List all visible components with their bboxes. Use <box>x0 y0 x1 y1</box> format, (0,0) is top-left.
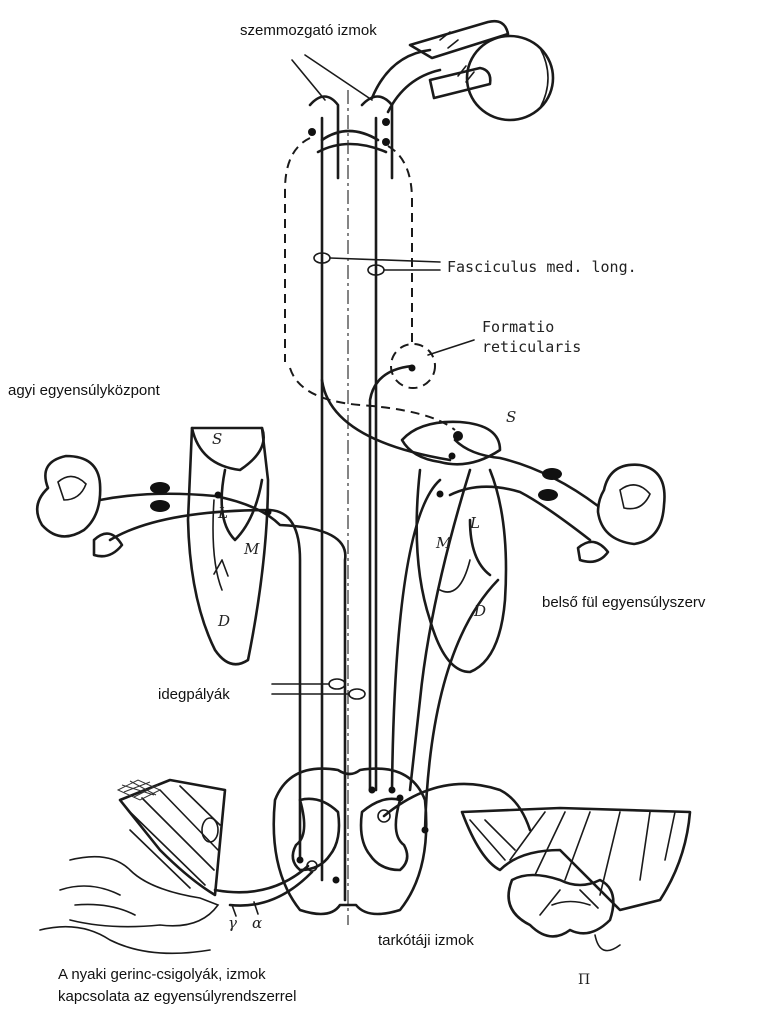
left-inner-ear <box>35 454 124 558</box>
fasciculus-fibers <box>313 116 441 882</box>
neuron-dot <box>368 786 376 794</box>
corner-mark: Π <box>578 972 590 988</box>
reticular-fibers <box>320 339 475 792</box>
descending-pathways <box>390 468 500 832</box>
left-nucleus-l: L <box>218 504 228 522</box>
spinal-cord-section <box>272 767 429 916</box>
neuron-dot <box>408 364 416 372</box>
oculomotor-nuclei <box>308 95 394 180</box>
neuron-dot <box>388 786 396 794</box>
neuron-dot <box>214 491 222 499</box>
caption-line-1: A nyaki gerinc-csigolyák, izmok <box>58 966 266 983</box>
dashed-pathways <box>284 137 456 431</box>
formatio-label-line1: Formatio <box>482 318 555 336</box>
neuron-dot <box>436 490 444 498</box>
right-nucleus-d: D <box>474 602 487 620</box>
left-nucleus-m: M <box>244 540 260 558</box>
left-nucleus-s: S <box>212 430 223 448</box>
neuron-dot <box>308 128 316 136</box>
inner-ear-organ-label: belső fül egyensúlyszerv <box>542 594 706 611</box>
alpha-fiber-label: α <box>252 914 263 932</box>
ganglion-dot <box>150 500 170 512</box>
neck-muscles-label: tarkótáji izmok <box>378 932 474 949</box>
ganglion-dot <box>542 468 562 480</box>
left-neck-region <box>39 778 227 955</box>
eyeball <box>465 34 555 122</box>
nerve-pathways-label: idegpályák <box>158 686 230 703</box>
neuron-dot <box>382 118 390 126</box>
right-vestibular-nuclei <box>400 420 508 674</box>
neuron-dot <box>421 826 429 834</box>
right-inner-ear <box>576 463 666 564</box>
right-nucleus-s: S <box>506 408 517 426</box>
caption-line-2: kapcsolata az egyensúlyrendszerrel <box>58 988 297 1005</box>
right-neck-region <box>460 806 692 952</box>
ganglion-dot <box>538 489 558 501</box>
neuron-dot <box>448 452 456 460</box>
nerve-pathway-pointers <box>271 678 366 700</box>
neuron-dot <box>396 794 404 802</box>
motor-neuron <box>377 809 391 823</box>
eye-muscles-pointers <box>291 54 373 101</box>
neuron-dot <box>264 508 272 516</box>
brain-balance-center-label: agyi egyensúlyközpont <box>8 382 160 399</box>
left-nucleus-d: D <box>218 612 231 630</box>
eye-muscles-label: szemmozgató izmok <box>240 22 377 39</box>
neuron-dot <box>382 138 390 146</box>
right-nucleus-l: L <box>470 514 480 532</box>
formatio-label-line2: reticularis <box>482 338 582 356</box>
neuron-dot <box>453 431 463 441</box>
vestibular-nerves <box>98 431 600 902</box>
gamma-fiber-label: γ <box>228 914 237 932</box>
ganglion-dot <box>150 482 170 494</box>
neuron-dot <box>332 876 340 884</box>
right-nucleus-m: M <box>436 534 452 552</box>
neuron-dot <box>296 856 304 864</box>
fasciculus-label: Fasciculus med. long. <box>447 258 637 276</box>
eye-muscle-bands <box>370 19 510 114</box>
